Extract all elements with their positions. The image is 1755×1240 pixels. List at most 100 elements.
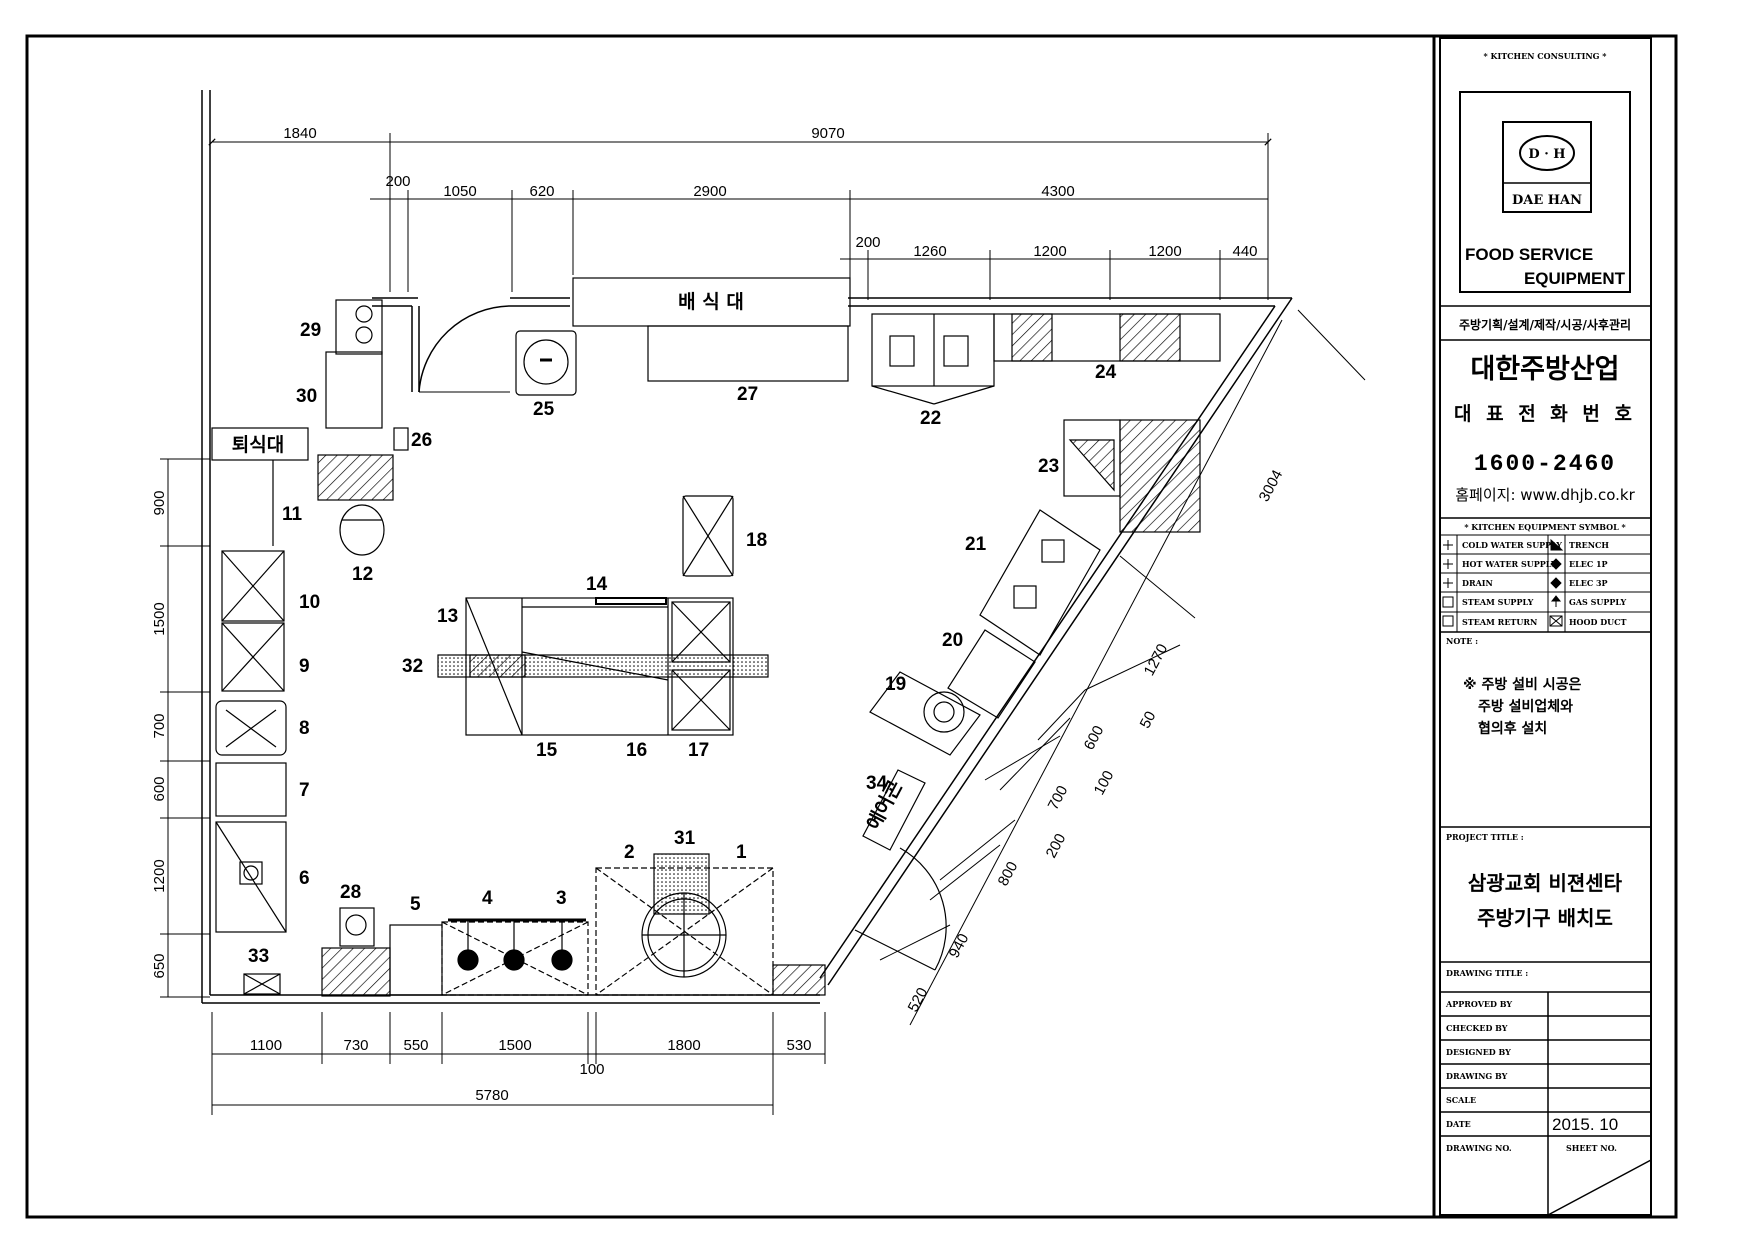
logo-line1: FOOD SERVICE <box>1465 245 1593 264</box>
approved-label: APPROVED BY <box>1445 999 1512 1009</box>
symbol-gas-supply: GAS SUPPLY <box>1569 597 1627 607</box>
equip-number-11: 11 <box>282 504 303 525</box>
dim-diag-7: 940 <box>946 931 973 961</box>
dim-top2-1: 1050 <box>443 183 476 200</box>
date-label: DATE <box>1446 1119 1471 1129</box>
scale-label: SCALE <box>1446 1095 1476 1105</box>
equip-29 <box>335 299 383 355</box>
tb-services: 주방기획/설계/제작/시공/사후관리 <box>1459 317 1631 332</box>
equip-number-7: 7 <box>299 780 310 801</box>
tb-website: 홈페이지: www.dhjb.co.kr <box>1455 486 1635 504</box>
dim-bottom-3: 1500 <box>498 1037 531 1054</box>
symbol-elec-1p: ELEC 1P <box>1569 559 1608 569</box>
equip-number-14: 14 <box>586 574 608 595</box>
symbol-table <box>1439 517 1652 633</box>
dim-top3-0: 200 <box>855 234 880 251</box>
return-table <box>211 427 309 461</box>
designed-label: DESIGNED BY <box>1446 1047 1511 1057</box>
equip-10 <box>221 550 285 622</box>
equip-1-2 <box>595 867 774 996</box>
symbol-cold-water: COLD WATER SUPPLY <box>1462 540 1562 550</box>
dim-diag-total: 3004 <box>1256 467 1287 504</box>
return-table-label: 퇴식대 <box>232 434 284 456</box>
equip-number-2: 2 <box>624 842 635 863</box>
equip-26 <box>393 427 409 451</box>
equipment-numbers: 1 2 3 4 5 6 7 8 9 10 11 12 13 14 15 16 1… <box>248 320 1117 967</box>
equip-number-34: 34 <box>866 773 888 794</box>
symbol-elec-3p: ELEC 3P <box>1569 578 1608 588</box>
dim-top2-3: 2900 <box>693 183 726 200</box>
equip-number-26: 26 <box>411 430 432 451</box>
equip-21 <box>979 509 1101 656</box>
sheet-no-label: SHEET NO. <box>1566 1143 1617 1153</box>
project-title-line1: 삼광교회 비젼센타 <box>1468 871 1623 895</box>
symbol-steam-supply: STEAM SUPPLY <box>1462 597 1534 607</box>
checked-label: CHECKED BY <box>1446 1023 1508 1033</box>
equip-number-23: 23 <box>1038 456 1059 477</box>
logo-line2: EQUIPMENT <box>1524 269 1626 288</box>
dim-bottom-1: 730 <box>343 1037 368 1054</box>
equip-number-33: 33 <box>248 946 269 967</box>
tb-company: 대한주방산업 <box>1470 354 1619 385</box>
equip-number-6: 6 <box>299 868 310 889</box>
equip-number-5: 5 <box>410 894 421 915</box>
drawing-by-label: DRAWING BY <box>1446 1071 1508 1081</box>
plan-walls <box>201 90 1293 1004</box>
equip-number-20: 20 <box>942 630 963 651</box>
equip-number-16: 16 <box>626 740 647 761</box>
equip-number-25: 25 <box>533 399 555 420</box>
sheet-border <box>25 34 1678 1219</box>
equip-number-27: 27 <box>737 384 758 405</box>
dim-top1-1: 9070 <box>811 125 844 142</box>
equip-6 <box>215 821 287 933</box>
dim-top3-1: 1260 <box>913 243 946 260</box>
equip-number-8: 8 <box>299 718 310 739</box>
dim-diag-4: 700 <box>1045 783 1072 813</box>
equip-18 <box>682 495 734 577</box>
equip-number-31: 31 <box>674 828 696 849</box>
logo-mark <box>1519 135 1575 171</box>
dim-left-0: 900 <box>151 490 168 515</box>
dim-diag-3: 100 <box>1091 768 1118 798</box>
equip-7 <box>215 762 287 817</box>
equip-19 <box>869 671 981 756</box>
symbol-rows: COLD WATER SUPPLY TRENCH HOT WATER SUPPL… <box>1462 540 1627 627</box>
tb-header: * KITCHEN CONSULTING * <box>1484 51 1608 61</box>
tb-phone-label: 대 표 전 화 번 호 <box>1454 403 1636 425</box>
dimension-lines <box>160 133 1366 1115</box>
equip-number-24: 24 <box>1095 362 1117 383</box>
equip-5 <box>389 924 443 996</box>
dim-left-4: 1200 <box>151 859 168 892</box>
note-line-1: ※ 주방 설비 시공은 <box>1463 676 1582 693</box>
symbol-icons <box>1442 538 1564 627</box>
dim-diag-2: 600 <box>1081 723 1108 753</box>
drawing-title-label: DRAWING TITLE : <box>1446 968 1528 978</box>
title-block: * KITCHEN CONSULTING * D · H DAE HAN FOO… <box>1439 51 1652 1216</box>
equip-number-13: 13 <box>437 606 458 627</box>
dim-bottom-2: 550 <box>403 1037 428 1054</box>
equip-number-30: 30 <box>296 386 317 407</box>
symbol-steam-return: STEAM RETURN <box>1462 617 1537 627</box>
dim-top1-0: 1840 <box>283 125 316 142</box>
dim-left-1: 1500 <box>151 602 168 635</box>
note-line-2: 주방 설비업체와 <box>1478 698 1573 715</box>
dim-bottom-total: 5780 <box>475 1087 508 1104</box>
date-value: 2015. 10 <box>1552 1115 1618 1134</box>
aircon-unit <box>862 769 926 851</box>
equip-9 <box>221 622 285 692</box>
dim-diag-0: 1270 <box>1141 641 1172 678</box>
dim-left-5: 650 <box>151 953 168 978</box>
dim-left-2: 700 <box>151 713 168 738</box>
equip-number-17: 17 <box>688 740 709 761</box>
equip-4-3 <box>441 921 589 996</box>
equip-12 <box>339 504 385 556</box>
serving-table-label: 배 식 대 <box>678 291 744 313</box>
equip-24 <box>993 313 1221 362</box>
logo-mark-text: D · H <box>1528 147 1565 162</box>
equip-30 <box>325 351 383 429</box>
dim-top3-4: 440 <box>1232 243 1257 260</box>
dim-bottom-0: 1100 <box>250 1037 282 1054</box>
equip-20 <box>947 629 1036 719</box>
dimension-texts: 1840 9070 200 1050 620 2900 4300 200 126… <box>151 125 1286 1104</box>
dim-bottom-5: 1800 <box>667 1037 700 1054</box>
